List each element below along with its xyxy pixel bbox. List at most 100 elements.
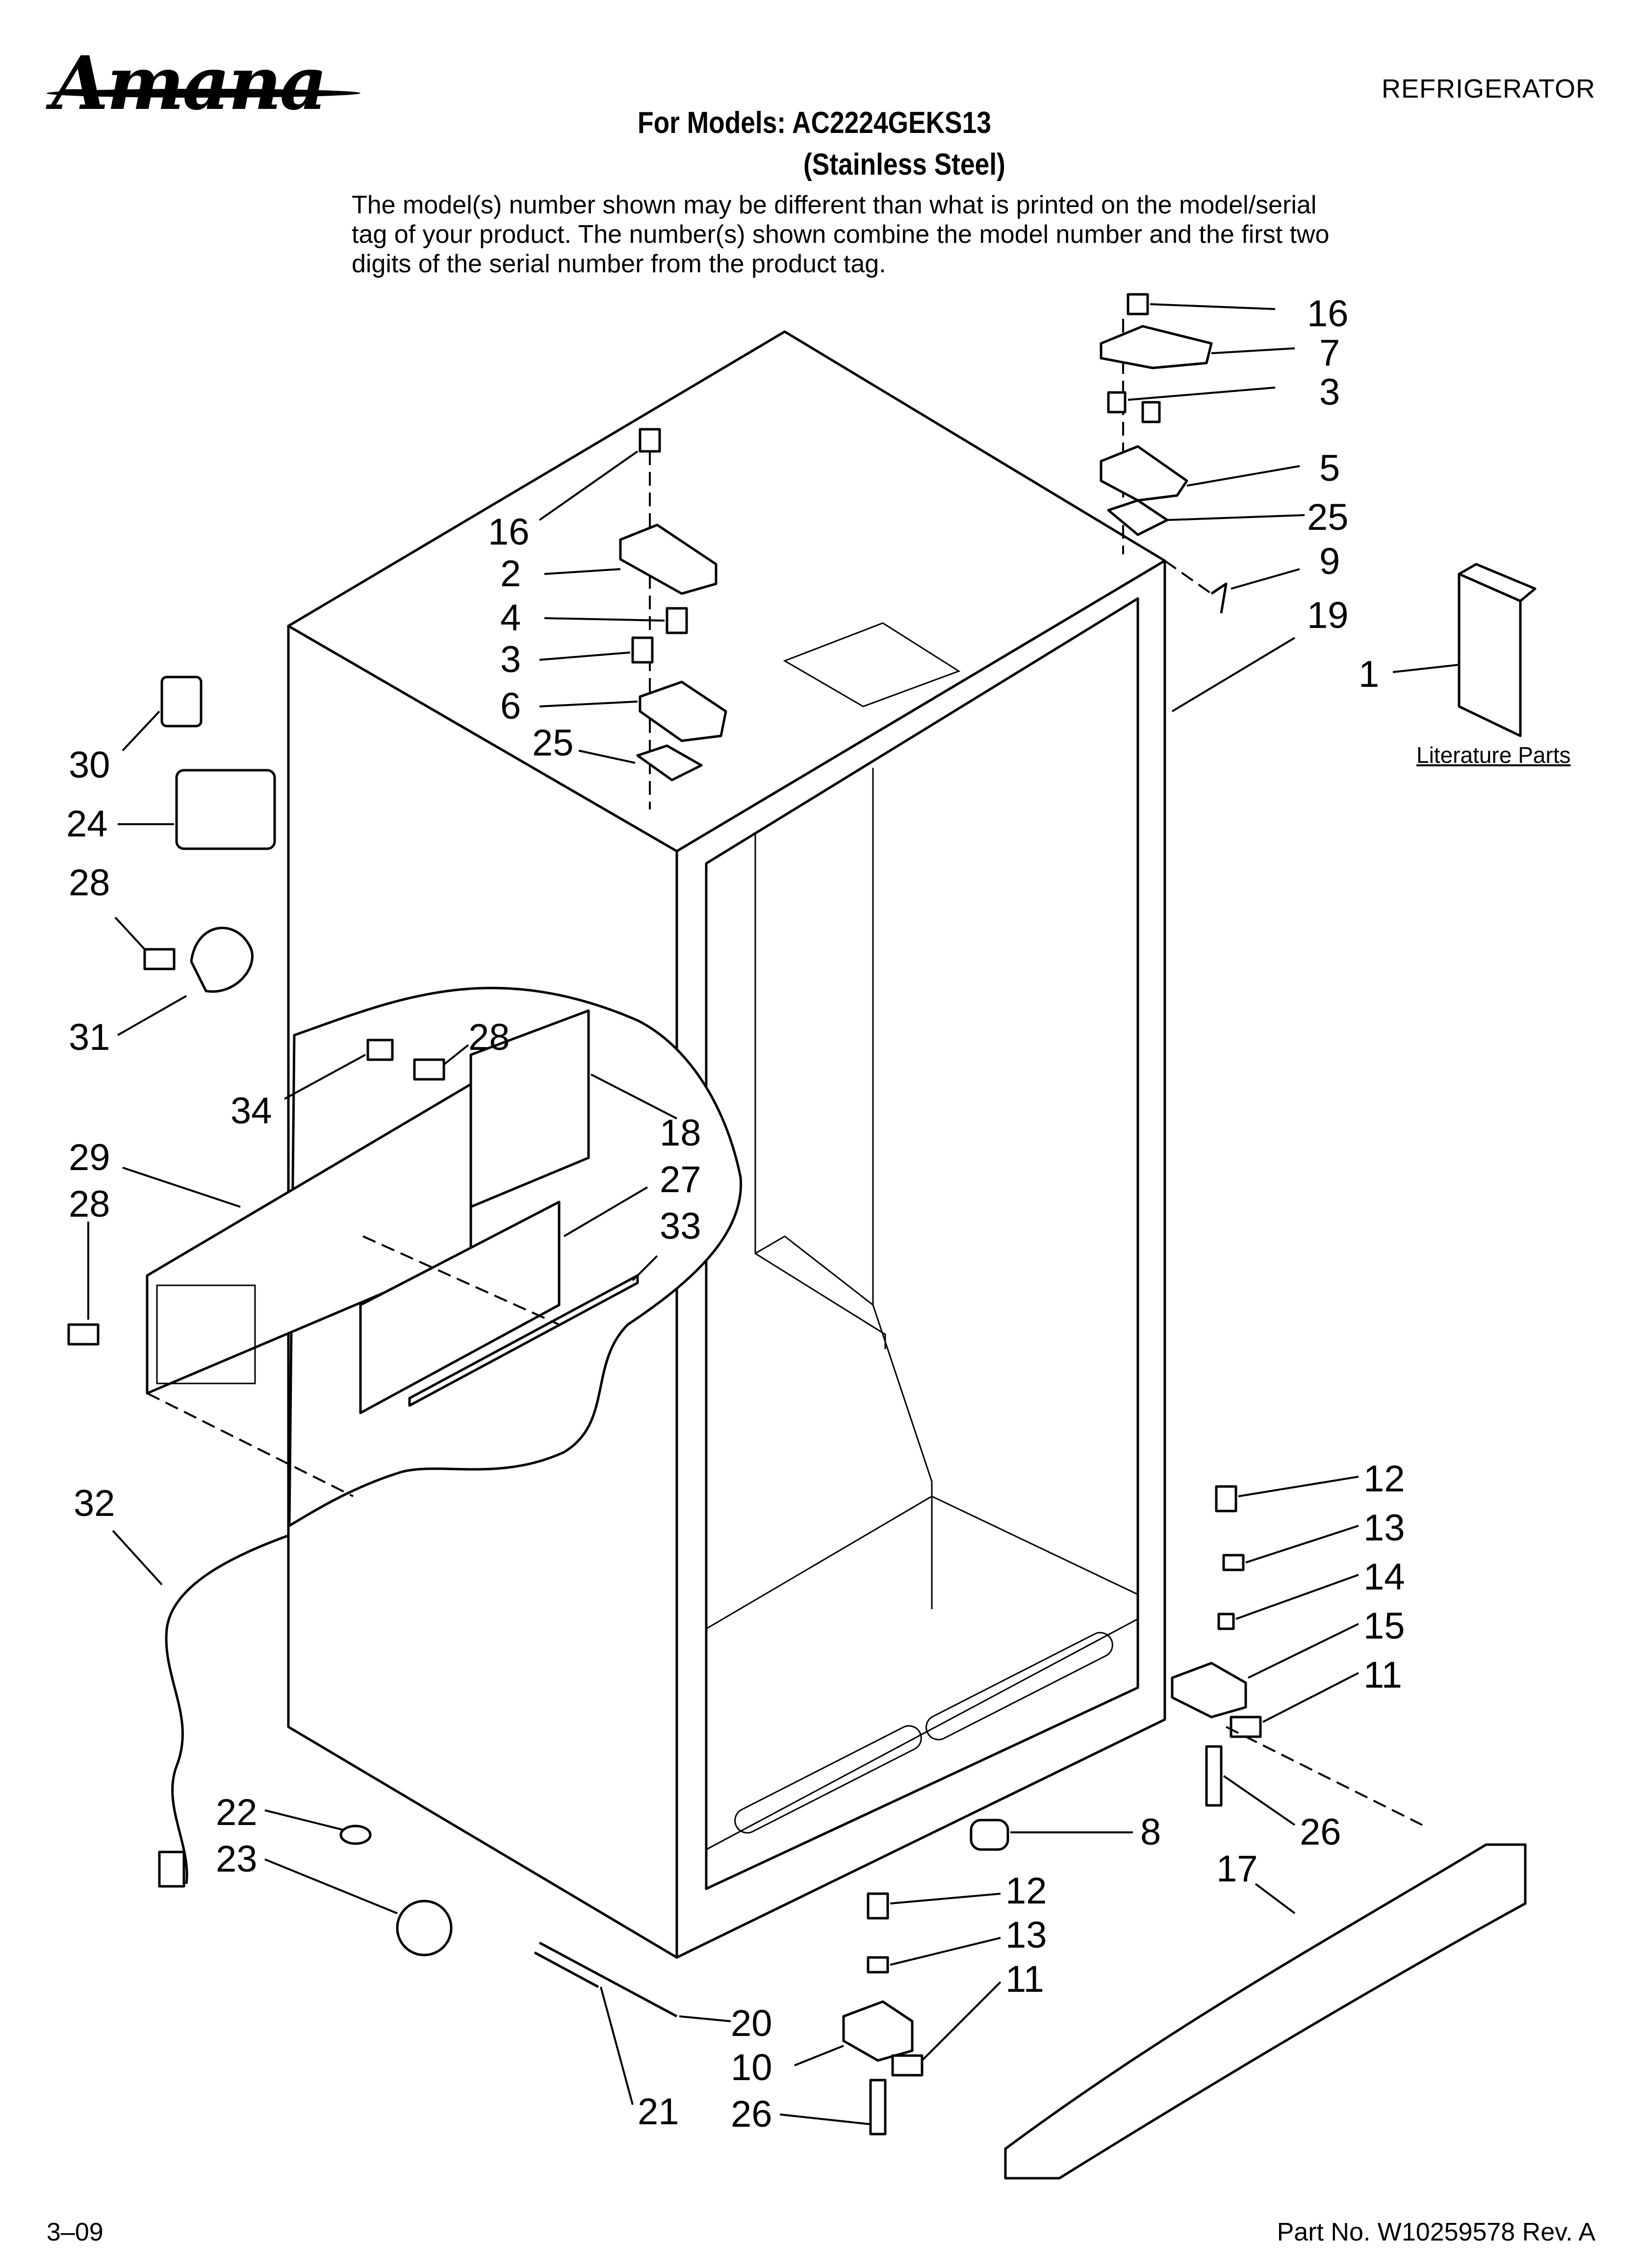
arrow-28 xyxy=(114,916,146,950)
callout-34: 34 xyxy=(231,1090,272,1132)
arrow-23 xyxy=(264,1858,398,1914)
callout-12-center: 12 xyxy=(1005,1870,1047,1912)
arrow-13-center xyxy=(890,1937,1001,1966)
callout-27: 27 xyxy=(660,1159,701,1200)
callout-15: 15 xyxy=(1363,1605,1405,1647)
arrow-21 xyxy=(600,1986,634,2105)
arrow-33 xyxy=(632,1255,658,1281)
leveler-26-right xyxy=(1205,1745,1223,1807)
arrow-25-right xyxy=(1167,514,1305,521)
screw-12-right xyxy=(1215,1485,1237,1512)
arrow-16-right xyxy=(1150,303,1276,310)
arrow-6 xyxy=(539,701,638,707)
cabinet-front-frame xyxy=(675,559,1166,1959)
callout-11-center: 11 xyxy=(1005,1958,1044,2000)
arrow-26-right xyxy=(1223,1775,1296,1826)
interior-divider xyxy=(872,768,933,1609)
callout-25-left: 25 xyxy=(532,722,574,764)
model-variant: (Stainless Steel) xyxy=(803,148,1005,182)
arrow-31 xyxy=(117,995,187,1036)
callout-23: 23 xyxy=(216,1838,257,1880)
arrow-16-left xyxy=(539,450,639,521)
callout-28-top: 28 xyxy=(69,862,110,904)
callout-25-right: 25 xyxy=(1307,496,1349,538)
interior-floor xyxy=(706,1495,1138,1630)
hinge-bolt-16-right xyxy=(1127,293,1149,315)
callout-33: 33 xyxy=(660,1205,701,1247)
roller-23 xyxy=(396,1900,453,1956)
cabinet-opening xyxy=(705,597,1139,1890)
arrow-13-right xyxy=(1245,1525,1359,1564)
shim-25-right xyxy=(1107,499,1169,536)
hinge-5 xyxy=(1100,445,1188,502)
callout-13-right: 13 xyxy=(1363,1507,1405,1549)
filter-pad xyxy=(359,1200,561,1414)
callout-13-center: 13 xyxy=(1005,1914,1047,1956)
arrow-32 xyxy=(112,1530,163,1586)
callout-17: 17 xyxy=(1216,1848,1258,1890)
screw-11-right xyxy=(1230,1716,1262,1738)
washer-13-right xyxy=(1222,1554,1245,1571)
callout-22: 22 xyxy=(216,1792,257,1833)
callout-19: 19 xyxy=(1307,595,1349,636)
callout-26-center: 26 xyxy=(731,2093,772,2135)
arrow-2 xyxy=(544,568,621,575)
screw-28b xyxy=(413,1058,445,1081)
arrow-1 xyxy=(1392,664,1460,673)
screw-28c xyxy=(67,1323,100,1346)
washer-13-center xyxy=(867,1956,889,1974)
hinge-cover-2 xyxy=(619,523,718,595)
arrow-3-left xyxy=(539,652,631,661)
part-number: Part No. W10259578 Rev. A xyxy=(1277,2218,1595,2246)
arrow-19 xyxy=(1171,637,1296,712)
arrow-14 xyxy=(1235,1574,1359,1620)
panel-screw-leader xyxy=(147,1392,354,1497)
callout-3-left: 3 xyxy=(500,639,521,680)
front-vent-right xyxy=(925,1632,1113,1741)
clip-30 xyxy=(160,676,203,728)
power-cord-32 xyxy=(165,1534,289,1884)
spacer-14 xyxy=(1217,1613,1235,1630)
arrow-3-right xyxy=(1128,387,1276,401)
front-vent-left xyxy=(734,1725,922,1834)
callout-28-mid: 28 xyxy=(468,1017,510,1058)
revision-date: 3–09 xyxy=(47,2218,103,2246)
hinge-screw-4 xyxy=(666,607,688,634)
arrow-18 xyxy=(590,1073,677,1120)
arrow-26-center xyxy=(779,2113,871,2125)
connector-34 xyxy=(366,1039,394,1061)
arrow-27 xyxy=(563,1186,648,1237)
control-box xyxy=(469,1009,590,1208)
callout-12-right: 12 xyxy=(1363,1458,1405,1500)
callout-26-right: 26 xyxy=(1300,1811,1341,1853)
bracket-15 xyxy=(1171,1662,1247,1719)
panel-leader xyxy=(362,1235,560,1326)
document-type: REFRIGERATOR xyxy=(1381,74,1595,104)
callout-30: 30 xyxy=(69,744,110,786)
arrow-11-right xyxy=(1262,1672,1359,1723)
callout-21: 21 xyxy=(638,2091,679,2133)
leveler-26-center xyxy=(869,2079,887,2136)
callout-8: 8 xyxy=(1140,1811,1161,1853)
screw-11-center xyxy=(891,2054,924,2077)
literature-parts-label: Literature Parts xyxy=(1416,742,1571,768)
arrow-5 xyxy=(1186,465,1300,487)
strip-33 xyxy=(408,1274,639,1407)
grille-leader xyxy=(1226,1726,1423,1826)
bolt-21 xyxy=(534,1951,599,1988)
screw-28 xyxy=(143,948,176,970)
callout-6: 6 xyxy=(500,685,521,727)
callout-16-left: 16 xyxy=(488,511,530,553)
model-line: For Models: AC2224GEKS13 xyxy=(638,106,992,140)
arrow-29 xyxy=(122,1167,241,1208)
arrow-12-right xyxy=(1238,1476,1359,1497)
pin-leader xyxy=(1164,560,1212,595)
callout-28-low: 28 xyxy=(69,1183,110,1225)
hinge-bolt-16 xyxy=(639,428,661,453)
bracket-10 xyxy=(842,2000,914,2062)
hinge-pin-9 xyxy=(1210,582,1228,614)
literature-book-top xyxy=(1458,563,1537,602)
leveler-22 xyxy=(339,1825,372,1845)
interior-shelf-edge xyxy=(755,1235,873,1306)
